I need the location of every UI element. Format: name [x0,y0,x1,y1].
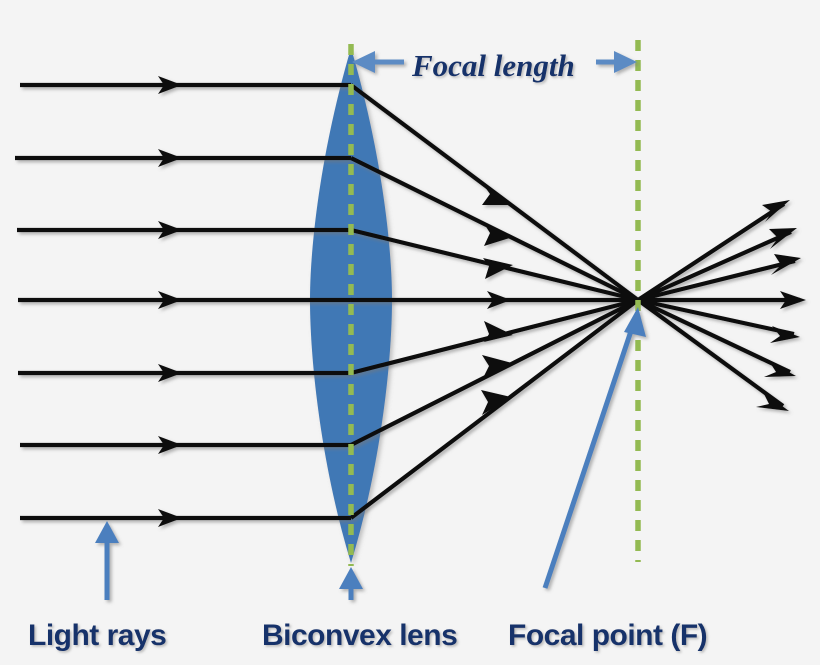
converging-ray-6 [350,298,639,447]
incoming-ray-6 [20,436,351,454]
diverging-ray-4-optical-axis [638,291,806,309]
converging-ray-5 [350,297,639,376]
diverging-ray-6 [637,298,796,377]
converging-ray-7 [349,298,640,520]
converging-rays [349,83,640,520]
focal-length-label: Focal length [411,48,575,83]
converging-ray-2 [350,156,639,302]
diverging-ray-3 [637,254,801,303]
incoming-ray-4-optical-axis [18,291,351,309]
focal-length-dimension [352,51,637,73]
incoming-ray-3 [17,221,351,239]
converging-ray-4-optical-axis [351,291,638,309]
converging-ray-3 [350,227,639,303]
converging-ray-1 [349,83,640,302]
light-rays-pointer-arrow [95,521,119,600]
focal-length-right-arrowhead [614,51,637,73]
incoming-ray-2 [15,149,351,167]
incoming-light-rays [15,76,351,527]
focal-point-label: Focal point (F) [508,619,707,652]
diverging-ray-7 [636,298,789,411]
incoming-ray-5 [18,364,351,382]
biconvex-lens-label: Biconvex lens [262,619,457,652]
diverging-ray-5 [637,297,800,343]
focal-point-pointer-arrow [542,307,646,589]
diverging-ray-1 [636,200,790,302]
diverging-rays [636,200,806,411]
light-rays-label: Light rays [28,619,166,652]
focal-length-left-arrowhead [352,51,375,73]
incoming-ray-7 [20,509,351,527]
incoming-ray-1 [20,76,351,94]
diverging-ray-2 [637,228,797,302]
biconvex-lens-pointer-arrow [339,567,363,600]
